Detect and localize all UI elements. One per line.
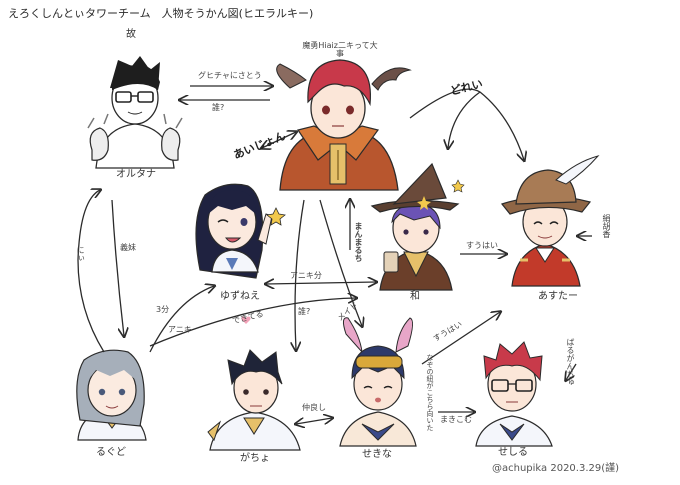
character-boss: [276, 59, 412, 191]
character-asuta: [500, 155, 600, 287]
relation-dare: 誰?: [298, 307, 311, 316]
relation-orutana-to-boss: 誰?: [212, 103, 225, 112]
character-orutana: [87, 56, 183, 169]
relation-aniki-2: アニキ分: [290, 271, 322, 280]
asuta-name: あすたー: [538, 291, 578, 302]
character-rugudo: [76, 349, 147, 441]
relation-manmaru: まんまるち: [354, 222, 363, 262]
boss-above-label: 魔勇Hiaiz二キって大事: [302, 41, 378, 58]
relation-suruhai-1: すうはい: [466, 241, 498, 250]
character-yuzunee: [195, 183, 286, 279]
relation-makikomu: まきこむ: [440, 415, 472, 424]
character-sena: [339, 317, 417, 447]
relation-nazono: なぞの紐がこちら向いた: [426, 354, 434, 431]
sena-name: せきな: [362, 449, 392, 460]
orutana-name: オルタナ: [116, 169, 156, 180]
character-kazu: [370, 162, 465, 291]
character-seshiru: [475, 341, 553, 447]
orutana-above-label: 故: [126, 29, 136, 40]
rugudo-name: るぐど: [96, 447, 126, 458]
relation-gimou: 義妹: [120, 243, 136, 252]
relation-aniki-1: アニキ: [168, 325, 192, 334]
arrows: [77, 86, 592, 424]
relation-nakayoshi: 仲良し: [302, 403, 326, 412]
relation-barugari: ばるがんちゅ: [566, 338, 575, 386]
relation-kaiboshi: 絹胡香: [602, 214, 611, 238]
relation-niwai: にぃ: [76, 246, 85, 262]
artist-signature: @achupika 2020.3.29(謹): [492, 463, 620, 474]
relation-sanbun: 3分: [156, 305, 170, 314]
kazu-name: 和: [410, 291, 420, 302]
heart-icon: [241, 316, 251, 324]
chart-title: えろくしんとぃタワーチーム 人物そうかん図(ヒエラルキー): [8, 7, 314, 20]
relation-boss-to-orutana: グヒチャにさとう: [198, 71, 262, 80]
seshiru-name: せしる: [498, 447, 528, 458]
yuzunee-name: ゆずねえ: [220, 291, 260, 302]
character-garyo: [207, 349, 301, 451]
garyo-name: がちょ: [240, 453, 270, 464]
